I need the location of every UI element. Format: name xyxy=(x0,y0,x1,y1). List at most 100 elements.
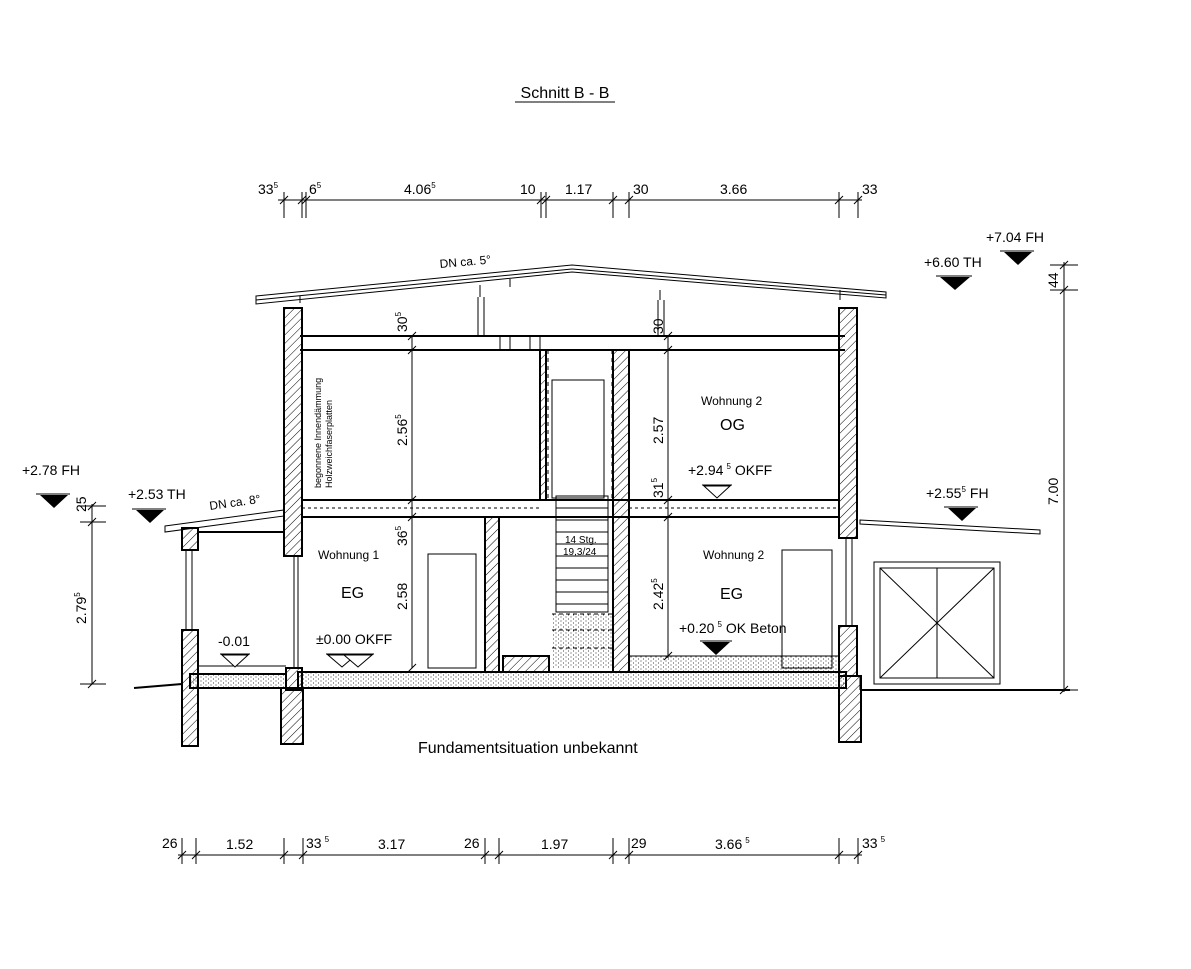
roof-pitch-main: DN ca. 5° xyxy=(439,253,492,271)
dim-label: 5 xyxy=(325,835,330,844)
level-marker-filled xyxy=(700,640,732,655)
svg-text:335: 335 xyxy=(306,835,330,851)
svg-text:335: 335 xyxy=(258,181,279,197)
dim-label: 33 xyxy=(862,835,878,851)
svg-text:65: 65 xyxy=(309,181,322,197)
level-marker-open xyxy=(702,484,732,499)
level-label: +2.78 FH xyxy=(22,462,80,478)
insulation-note: begonnene Innendämmung xyxy=(313,378,323,488)
level-marker-filled xyxy=(944,506,978,521)
room-label: Wohnung 2 xyxy=(703,548,764,562)
svg-text:2.795: 2.795 xyxy=(73,592,89,624)
dim-label: 33 xyxy=(306,835,322,851)
level-label: +2.55 xyxy=(926,485,962,501)
door-eg-right xyxy=(781,549,833,669)
dim-label: 33 xyxy=(862,181,878,197)
dim-label: 2.56 xyxy=(394,419,410,446)
dim-label: 44 xyxy=(1045,272,1061,288)
top-dimension-chain: 335 65 4.065 10 1.17 30 3.66 33 xyxy=(258,181,878,218)
room-label: Wohnung 2 xyxy=(701,394,762,408)
dim-label: 5 xyxy=(394,414,403,419)
level-marker-filled xyxy=(132,508,166,523)
level-label: +6.60 TH xyxy=(924,254,982,270)
dim-label: 7.00 xyxy=(1045,478,1061,505)
mid-slab xyxy=(302,499,839,518)
level-marker-double xyxy=(326,653,374,668)
ground-floor-slab-main xyxy=(297,671,847,689)
insulation-note: Holzweichfaserplatten xyxy=(324,400,334,488)
floor-label: EG xyxy=(720,586,743,603)
level-label: FH xyxy=(970,485,989,501)
dim-label: 3.66 xyxy=(720,181,747,197)
dim-label: 2.58 xyxy=(394,583,410,610)
dim-label: 5 xyxy=(73,592,82,597)
dim-label: 5 xyxy=(394,525,403,530)
dim-label: 1.97 xyxy=(541,836,568,852)
dim-label: 2.57 xyxy=(650,417,666,444)
right-outer-wall-lower xyxy=(838,625,858,677)
dim-label: 4.06 xyxy=(404,181,431,197)
left-annex xyxy=(133,509,286,689)
level-label: -0.01 xyxy=(218,633,250,649)
vertical-dims-left xyxy=(407,331,417,673)
level-label: 5 xyxy=(717,620,722,629)
door-eg-left xyxy=(427,553,477,669)
roof-pitch-annex: DN ca. 8° xyxy=(208,492,261,513)
level-marker-open xyxy=(220,653,250,668)
foundation-right xyxy=(838,675,862,743)
level-label: +2.94 xyxy=(688,462,724,478)
level-label: OKFF xyxy=(735,462,772,478)
dim-label: 30 xyxy=(394,316,410,332)
right-outer-wall xyxy=(838,307,858,539)
svg-text:335: 335 xyxy=(862,835,886,851)
level-label: OK Beton xyxy=(726,620,787,636)
svg-text:2.425: 2.425 xyxy=(650,578,666,610)
dim-label: 5 xyxy=(881,835,886,844)
level-label: ±0.00 OKFF xyxy=(316,631,392,647)
dim-label: 3.17 xyxy=(378,836,405,852)
vertical-dims-annex xyxy=(80,501,106,689)
dim-label: 33 xyxy=(258,181,274,197)
dim-label: 5 xyxy=(431,181,436,190)
level-marker-filled xyxy=(36,493,70,508)
stair-note: 19,3/24 xyxy=(563,547,597,558)
level-label: +7.04 FH xyxy=(986,229,1044,245)
dim-label: 29 xyxy=(631,835,647,851)
drawing-title: Schnitt B - B xyxy=(521,85,610,102)
dim-label: 31 xyxy=(650,482,666,498)
room-label: Wohnung 1 xyxy=(318,548,379,562)
level-label: +0.20 xyxy=(679,620,715,636)
staircase xyxy=(502,350,613,673)
svg-text:315: 315 xyxy=(650,477,666,498)
foundation-note: Fundamentsituation unbekannt xyxy=(418,740,638,757)
dim-label: 10 xyxy=(520,181,536,197)
dim-label: 2.42 xyxy=(650,583,666,610)
dim-label: 5 xyxy=(394,311,403,316)
ground-floor-slab-left xyxy=(189,673,287,689)
stair-wall xyxy=(612,349,630,673)
thin-wall-og xyxy=(539,349,547,501)
dim-label: 6 xyxy=(309,181,317,197)
svg-text:3.665: 3.665 xyxy=(715,836,750,852)
dim-label: 1.52 xyxy=(226,836,253,852)
dim-label: 5 xyxy=(650,578,659,583)
eg2-floor-fill xyxy=(628,655,840,673)
level-label: 5 xyxy=(961,485,966,494)
main-roof xyxy=(255,264,887,336)
vertical-dims-right xyxy=(663,331,673,661)
dim-label: 25 xyxy=(73,496,89,512)
svg-text:305: 305 xyxy=(394,311,410,332)
dim-label: 5 xyxy=(317,181,322,190)
dim-label: 5 xyxy=(745,836,750,845)
dim-label: 5 xyxy=(650,477,659,482)
floor-label: OG xyxy=(720,417,745,434)
vertical-dims-total xyxy=(1050,260,1078,695)
level-label: 5 xyxy=(726,462,731,471)
dim-label: 26 xyxy=(464,835,480,851)
svg-text:4.065: 4.065 xyxy=(404,181,436,197)
dim-label: 1.17 xyxy=(565,181,592,197)
